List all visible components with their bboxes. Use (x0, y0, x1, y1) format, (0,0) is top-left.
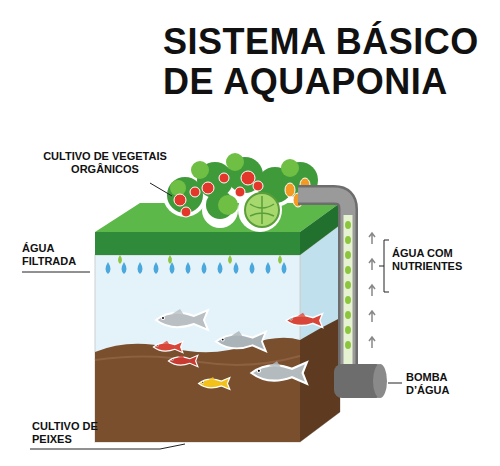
tank-bottom (95, 338, 300, 442)
fish (156, 309, 208, 330)
callout-label: BOMBA D’ÁGUA (406, 371, 468, 397)
fish (168, 355, 197, 367)
fish (251, 361, 306, 383)
callout-label: ÁGUA COM NUTRIENTES (392, 247, 482, 273)
callout-label: ÁGUA FILTRADA (22, 242, 84, 268)
grow-tray (95, 232, 300, 255)
fish (286, 313, 322, 328)
leader-lines (22, 183, 402, 449)
nutrient-drops (118, 255, 282, 264)
callout-label: CULTIVO DE PEIXES (32, 420, 98, 446)
water-drops (106, 262, 287, 274)
fish (199, 377, 230, 390)
flow-arrows (369, 233, 375, 348)
diagram-title: SISTEMA BÁSICO DE AQUAPONIA (163, 22, 485, 102)
pipe (298, 195, 348, 372)
callout-label: CULTIVO DE VEGETAIS ORGÂNICOS (40, 150, 170, 176)
fish (153, 341, 182, 353)
tank-side (300, 225, 340, 442)
fish (216, 331, 266, 351)
tank-front (95, 255, 300, 442)
